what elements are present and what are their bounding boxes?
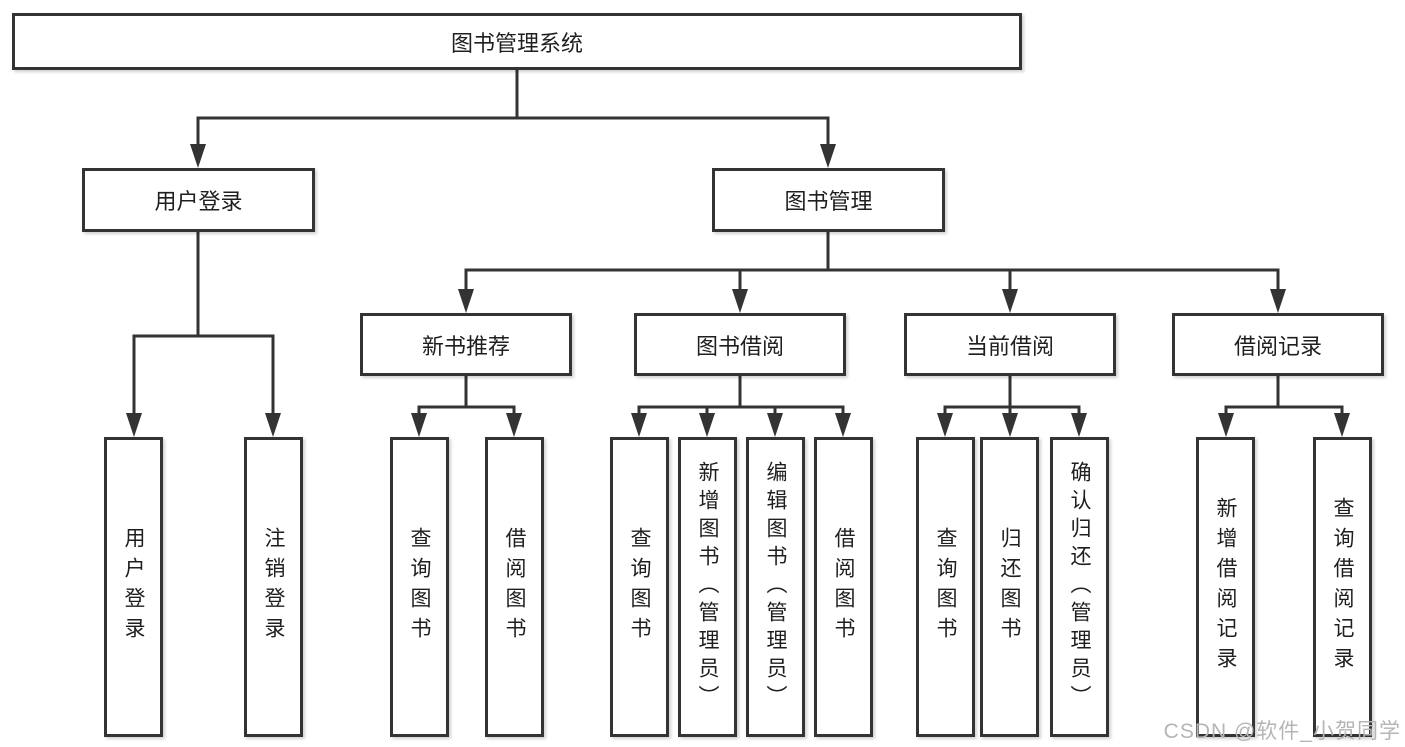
node-new-book-recommend-label: 新书推荐 bbox=[421, 333, 510, 359]
leaf-query-books-recommend-label: 查询图书 bbox=[408, 527, 431, 647]
leaf-query-books-current: 查询图书 bbox=[916, 437, 975, 737]
node-borrow-records-label: 借阅记录 bbox=[1233, 333, 1322, 359]
node-book-management-label: 图书管理 bbox=[784, 189, 873, 214]
leaf-add-book-admin-label: 新增图书（管理员） bbox=[696, 461, 719, 713]
leaf-borrow-books-recommend: 借阅图书 bbox=[485, 437, 544, 737]
node-user-login: 用户登录 bbox=[82, 168, 315, 232]
node-user-login-label: 用户登录 bbox=[154, 189, 243, 214]
node-new-book-recommend: 新书推荐 bbox=[360, 313, 572, 376]
leaf-return-books: 归还图书 bbox=[980, 437, 1039, 737]
leaf-add-borrow-record-label: 新增借阅记录 bbox=[1214, 497, 1237, 677]
node-book-borrowing-label: 图书借阅 bbox=[695, 333, 784, 359]
leaf-query-books-recommend: 查询图书 bbox=[390, 437, 449, 737]
node-root: 图书管理系统 bbox=[12, 13, 1022, 70]
leaf-confirm-return-admin-label: 确认归还（管理员） bbox=[1068, 461, 1091, 713]
leaf-query-borrow-record-label: 查询借阅记录 bbox=[1331, 497, 1354, 677]
node-borrow-records: 借阅记录 bbox=[1172, 313, 1384, 376]
leaf-edit-book-admin-label: 编辑图书（管理员） bbox=[764, 461, 787, 713]
leaf-borrow-books-recommend-label: 借阅图书 bbox=[503, 527, 526, 647]
leaf-query-borrow-record: 查询借阅记录 bbox=[1313, 437, 1372, 737]
node-book-management: 图书管理 bbox=[712, 168, 945, 232]
leaf-user-login: 用户登录 bbox=[104, 437, 163, 737]
leaf-query-books-borrowing: 查询图书 bbox=[610, 437, 669, 737]
leaf-query-books-borrowing-label: 查询图书 bbox=[628, 527, 651, 647]
leaf-query-books-current-label: 查询图书 bbox=[934, 527, 957, 647]
leaf-logout: 注销登录 bbox=[244, 437, 303, 737]
node-current-borrowing-label: 当前借阅 bbox=[965, 333, 1054, 359]
leaf-add-borrow-record: 新增借阅记录 bbox=[1196, 437, 1255, 737]
leaf-confirm-return-admin: 确认归还（管理员） bbox=[1050, 437, 1109, 737]
leaf-user-login-label: 用户登录 bbox=[122, 527, 145, 647]
leaf-borrow-books-borrowing: 借阅图书 bbox=[814, 437, 873, 737]
leaf-edit-book-admin: 编辑图书（管理员） bbox=[746, 437, 805, 737]
node-current-borrowing: 当前借阅 bbox=[904, 313, 1116, 376]
leaf-add-book-admin: 新增图书（管理员） bbox=[678, 437, 737, 737]
leaf-return-books-label: 归还图书 bbox=[998, 527, 1021, 647]
node-root-label: 图书管理系统 bbox=[450, 30, 583, 56]
watermark-text: CSDN @软件_小贺同学 bbox=[1163, 720, 1401, 743]
leaf-logout-label: 注销登录 bbox=[262, 527, 285, 647]
leaf-borrow-books-borrowing-label: 借阅图书 bbox=[832, 527, 855, 647]
node-book-borrowing: 图书借阅 bbox=[634, 313, 846, 376]
